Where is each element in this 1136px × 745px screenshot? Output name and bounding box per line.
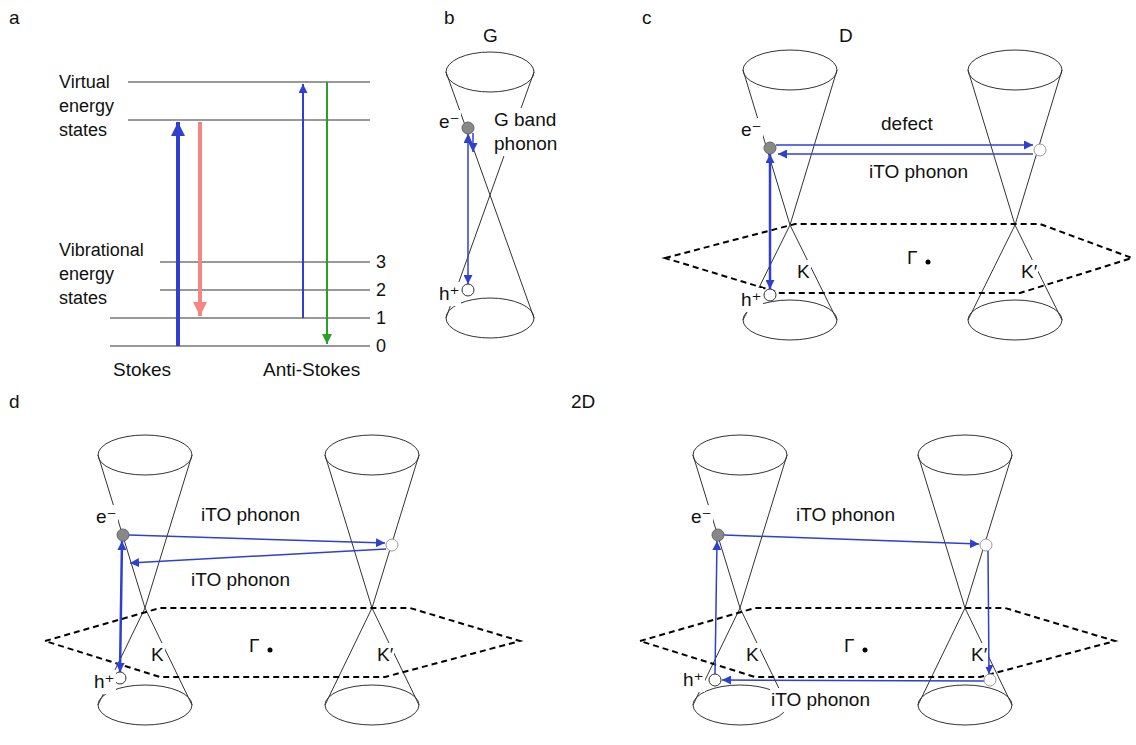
phonon-label: iTO phonon xyxy=(868,160,969,184)
phonon-label: G band phonon xyxy=(493,108,567,156)
phonon-label: iTO phonon xyxy=(795,503,896,527)
k-point-label: K xyxy=(745,643,760,667)
k-point-label: K xyxy=(796,260,811,284)
level-number: 1 xyxy=(375,306,387,330)
level-number: 2 xyxy=(375,278,387,302)
panel-letter: d xyxy=(8,390,21,414)
dirac-cones xyxy=(665,50,1132,340)
hole-label: h⁺ xyxy=(93,670,116,694)
panel-letter: a xyxy=(8,6,21,30)
defect-label: defect xyxy=(880,112,934,136)
dirac-cones xyxy=(45,435,520,725)
gamma-point-label: Γ xyxy=(906,246,918,270)
panel-letter: b xyxy=(443,6,456,30)
k-point-label: K′ xyxy=(376,643,394,667)
gamma-point-label: Γ xyxy=(843,634,855,658)
k-point-label: K′ xyxy=(970,643,988,667)
d-process xyxy=(764,142,1046,301)
electron-label: e⁻ xyxy=(438,110,461,134)
hole-label: h⁺ xyxy=(740,288,763,312)
dirac-cones xyxy=(640,435,1115,725)
d-double-process xyxy=(114,529,398,684)
g-process xyxy=(462,122,474,296)
band-name: G xyxy=(482,24,499,48)
electron-label: e⁻ xyxy=(95,505,118,529)
hole-label: h⁺ xyxy=(438,282,461,306)
k-point-label: K′ xyxy=(1020,260,1038,284)
phonon-label: iTO phonon xyxy=(770,688,871,712)
level-group-label: Vibrational energy states xyxy=(58,238,158,310)
gamma-point-label: Γ xyxy=(248,634,260,658)
phonon-label: iTO phonon xyxy=(190,568,291,592)
level-number: 3 xyxy=(375,250,387,274)
band-name: D xyxy=(838,24,854,48)
2d-process xyxy=(709,529,996,686)
panel-letter: 2D xyxy=(570,390,596,414)
phonon-label: iTO phonon xyxy=(200,503,301,527)
process-label: Anti-Stokes xyxy=(262,358,361,382)
k-point-label: K xyxy=(150,643,165,667)
level-number: 0 xyxy=(375,334,387,358)
electron-label: e⁻ xyxy=(690,505,713,529)
level-group-label: Virtual energy states xyxy=(58,70,124,142)
transition-arrows xyxy=(178,82,327,346)
hole-label: h⁺ xyxy=(682,668,705,692)
panel-letter: c xyxy=(641,6,653,30)
process-label: Stokes xyxy=(112,358,172,382)
electron-label: e⁻ xyxy=(740,118,763,142)
